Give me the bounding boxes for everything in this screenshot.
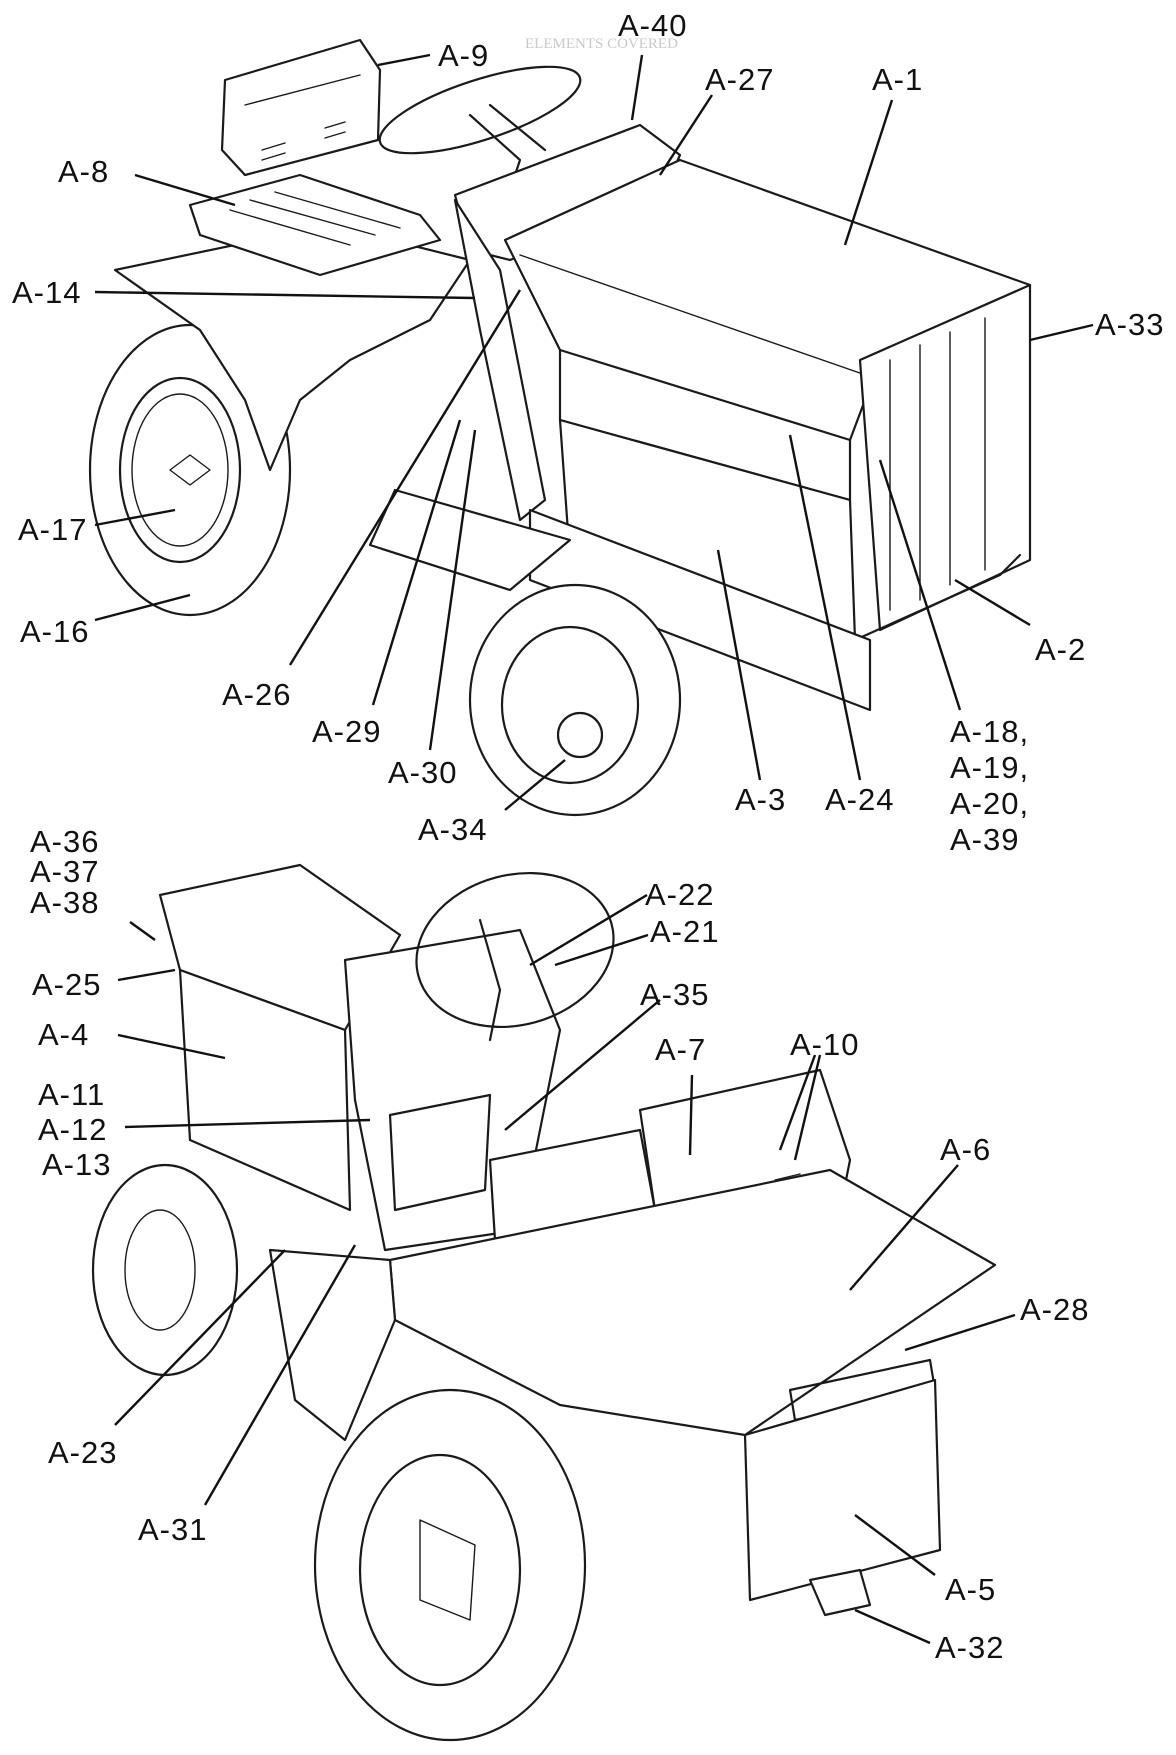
callout-a33: A-33 xyxy=(1095,307,1164,342)
front-wheel-top xyxy=(468,583,682,817)
callout-a27: A-27 xyxy=(705,62,774,97)
hitch-bottom xyxy=(808,1568,872,1617)
callout-a7: A-7 xyxy=(655,1032,706,1067)
callout-a4: A-4 xyxy=(38,1017,89,1052)
callout-a39: A-39 xyxy=(950,822,1019,857)
callout-a5: A-5 xyxy=(945,1572,996,1607)
callout-a35: A-35 xyxy=(640,977,709,1012)
side-step-bottom xyxy=(268,1248,397,1442)
grille-top xyxy=(853,283,1032,642)
top-tractor-illustration xyxy=(88,38,1032,817)
rear-wheel-top xyxy=(88,323,292,617)
callout-a40: A-40 xyxy=(618,8,687,43)
callout-a19: A-19, xyxy=(950,750,1029,785)
ghost-header-text: ELEMENTS COVERED xyxy=(525,36,678,52)
callout-a16: A-16 xyxy=(20,614,89,649)
callout-a37: A-37 xyxy=(30,854,99,889)
callout-a31: A-31 xyxy=(138,1512,207,1547)
callout-a6: A-6 xyxy=(940,1132,991,1167)
callout-a26: A-26 xyxy=(222,677,291,712)
callout-a3: A-3 xyxy=(735,782,786,817)
callout-a14: A-14 xyxy=(12,275,81,310)
callout-a23: A-23 xyxy=(48,1435,117,1470)
callout-a20: A-20, xyxy=(950,786,1029,821)
callout-a38: A-38 xyxy=(30,885,99,920)
front-wheel-bottom xyxy=(91,1163,239,1377)
rear-wheel-bottom xyxy=(313,1388,587,1742)
callout-a32: A-32 xyxy=(935,1630,1004,1665)
callout-a22: A-22 xyxy=(645,877,714,912)
callout-a9: A-9 xyxy=(438,38,489,73)
callout-a13: A-13 xyxy=(42,1147,111,1182)
callout-a34: A-34 xyxy=(418,812,487,847)
callout-a24: A-24 xyxy=(825,782,894,817)
callout-a36: A-36 xyxy=(30,824,99,859)
steering-wheel-bottom xyxy=(415,871,615,1042)
callout-a10: A-10 xyxy=(790,1027,859,1062)
footrest-top xyxy=(368,488,572,592)
callout-a30: A-30 xyxy=(388,755,457,790)
callout-labels: A-40 A-27 A-1 A-9 A-8 A-14 A-33 A-17 A-1… xyxy=(12,8,1164,1665)
rear-panel-bottom xyxy=(743,1378,942,1602)
callout-a2: A-2 xyxy=(1035,632,1086,667)
callout-a21: A-21 xyxy=(650,914,719,949)
callout-a12: A-12 xyxy=(38,1112,107,1147)
callout-a8: A-8 xyxy=(58,154,109,189)
callout-a25: A-25 xyxy=(32,967,101,1002)
leader-lines xyxy=(94,53,1094,1645)
callout-a18: A-18, xyxy=(950,714,1029,749)
seat-top xyxy=(188,38,442,277)
dash-window-bottom xyxy=(388,1093,492,1212)
callout-a1: A-1 xyxy=(872,62,923,97)
callout-a28: A-28 xyxy=(1020,1292,1089,1327)
callout-a17: A-17 xyxy=(18,512,87,547)
bottom-tractor-illustration xyxy=(91,863,997,1742)
callout-a11: A-11 xyxy=(38,1077,105,1112)
callout-a29: A-29 xyxy=(312,714,381,749)
hood-bottom xyxy=(158,863,402,1212)
